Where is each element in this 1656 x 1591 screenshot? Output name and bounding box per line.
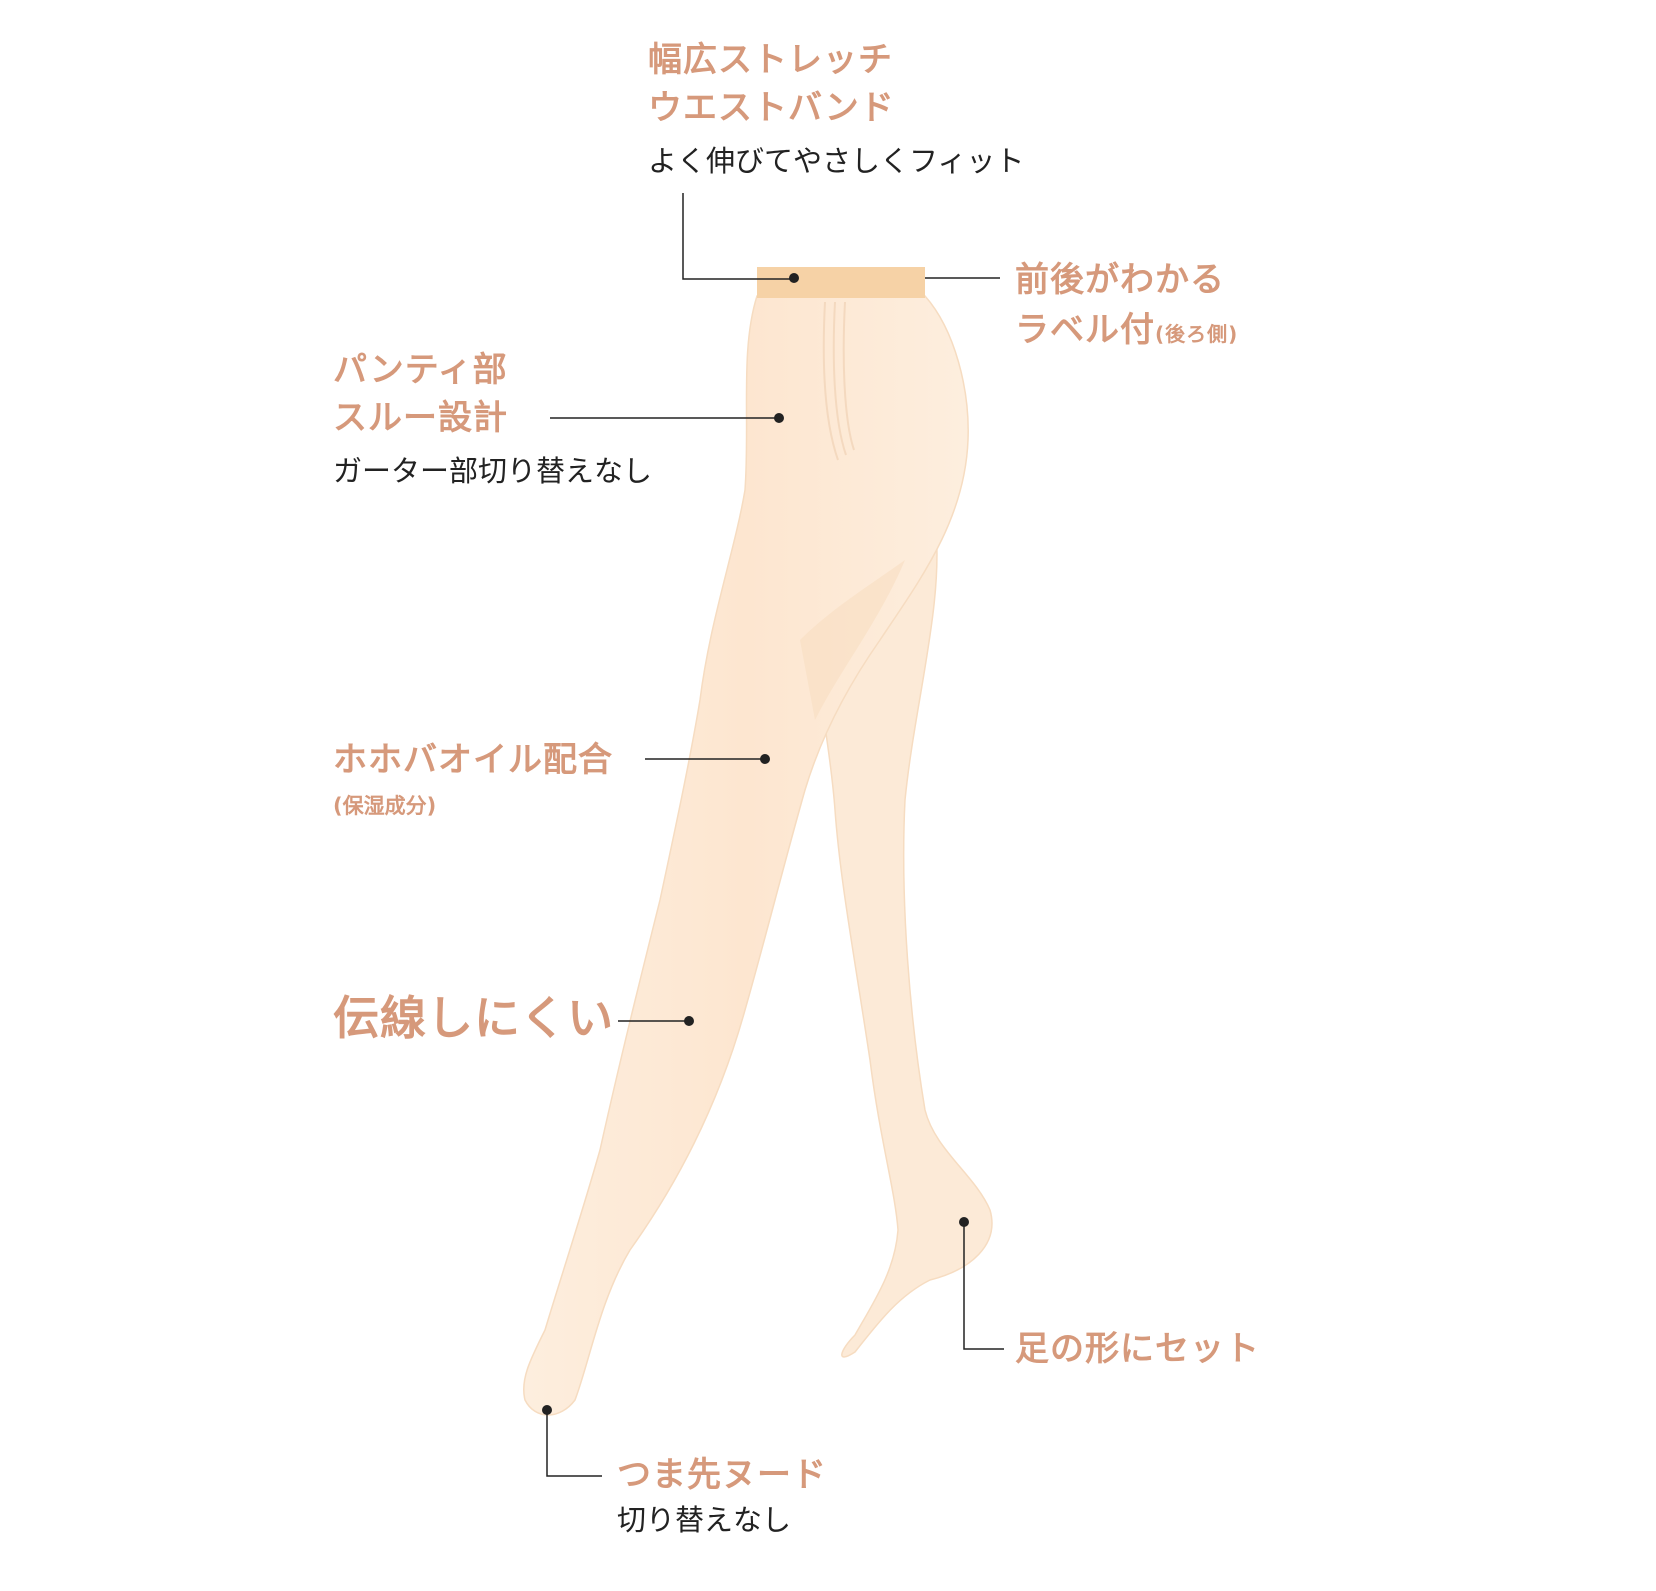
panty-dot xyxy=(774,413,784,423)
foot-dot xyxy=(959,1217,969,1227)
label-title-line2: ラベル付(後ろ側) xyxy=(1015,306,1238,358)
panty-title-line1: パンティ部 xyxy=(333,350,508,390)
toe-title: つま先ヌード xyxy=(617,1455,827,1495)
leg-overlap-shadow xyxy=(800,560,905,720)
front-leg xyxy=(523,295,969,1416)
jojoba-title: ホホバオイル配合 xyxy=(333,740,613,780)
toe-description: 切り替えなし xyxy=(617,1503,792,1537)
run-resistant-title: 伝線しにくい xyxy=(333,991,615,1045)
panty-title-line2: スルー設計 xyxy=(333,398,508,438)
waistband-description: よく伸びてやさしくフィット xyxy=(648,144,1025,178)
panty-description: ガーター部切り替えなし xyxy=(333,454,653,488)
label-title-line1: 前後がわかる xyxy=(1015,260,1225,300)
waistband-leader-line xyxy=(682,193,794,280)
label-note: (後ろ側) xyxy=(1155,322,1239,346)
panty-seam xyxy=(822,301,855,461)
jojoba-dot xyxy=(760,754,770,764)
foot-leader-line xyxy=(963,1222,1004,1350)
foot-shape-title: 足の形にセット xyxy=(1015,1329,1260,1369)
toe-dot xyxy=(542,1405,552,1415)
waistband xyxy=(757,267,925,298)
waistband-title-line2: ウエストバンド xyxy=(648,88,895,128)
back-leg xyxy=(818,518,993,1358)
jojoba-note: (保湿成分) xyxy=(333,794,437,818)
waistband-dot xyxy=(789,273,799,283)
toe-leader-line xyxy=(546,1410,602,1477)
waistband-title-line1: 幅広ストレッチ xyxy=(648,40,893,80)
run-dot xyxy=(684,1016,694,1026)
label-title-text: ラベル付 xyxy=(1015,310,1155,350)
